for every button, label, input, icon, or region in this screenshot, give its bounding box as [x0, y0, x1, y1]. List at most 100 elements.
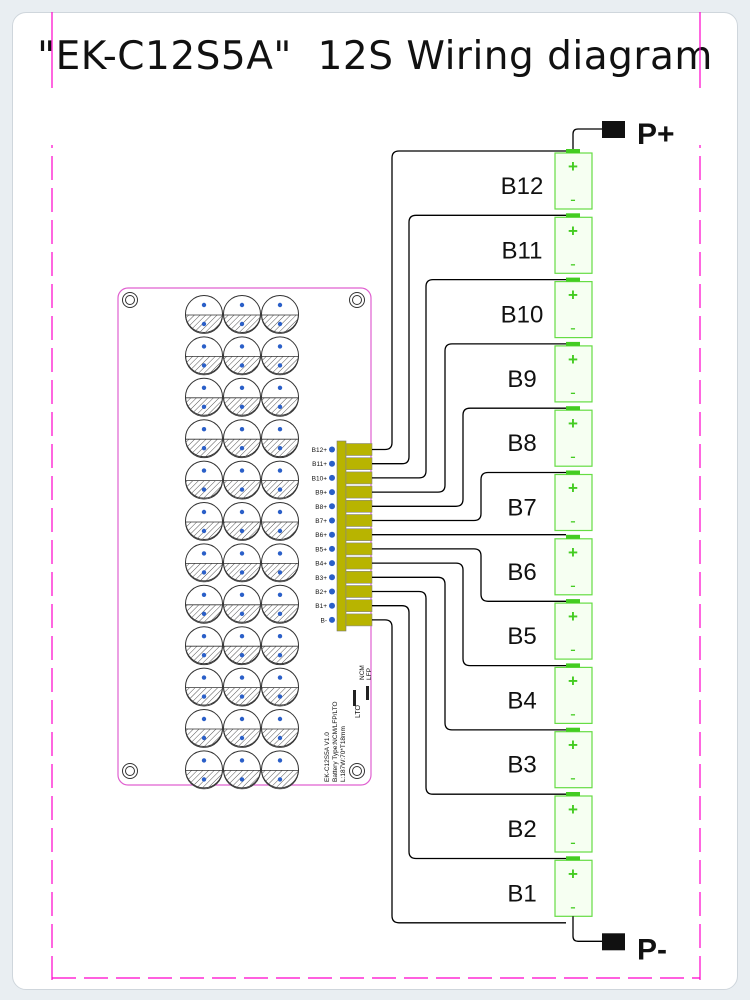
capacitor-pin	[239, 758, 245, 763]
capacitor-pin	[239, 404, 245, 409]
capacitor-pin	[277, 675, 283, 680]
minus-sign: -	[570, 383, 576, 402]
capacitor-pin	[277, 634, 283, 639]
capacitor-pin	[277, 509, 283, 515]
capacitor	[185, 626, 223, 666]
battery-body	[554, 602, 593, 660]
battery-label: B7	[507, 495, 536, 522]
battery-label: B12	[501, 173, 544, 200]
capacitor-pin	[201, 446, 207, 451]
balance-wire	[372, 590, 566, 795]
capacitor-pin	[239, 716, 245, 722]
battery-cell: +-B6	[507, 534, 593, 596]
capacitor-pin	[239, 675, 245, 680]
balance-wire	[372, 407, 566, 507]
capacitor-pin	[201, 551, 207, 556]
capacitor-pin	[277, 694, 283, 699]
capacitor-pin	[277, 468, 283, 473]
balance-wire	[372, 343, 566, 493]
capacitor-pin	[277, 611, 283, 616]
pin-label: B9+	[315, 490, 327, 497]
pin-label: B10+	[312, 475, 328, 482]
mounting-hole-inner	[352, 766, 362, 776]
capacitor	[185, 336, 223, 376]
capacitor	[223, 336, 261, 376]
pin-dot	[329, 588, 335, 595]
capacitor-pin	[201, 385, 207, 390]
capacitor-pin	[201, 528, 207, 534]
battery-terminal	[566, 149, 580, 153]
plus-sign: +	[568, 350, 578, 369]
capacitor-pin	[239, 634, 245, 639]
capacitor	[223, 377, 261, 417]
pin-dot	[329, 616, 335, 623]
capacitor	[185, 295, 223, 334]
capacitor	[261, 377, 299, 417]
balance-wire	[372, 471, 566, 522]
capacitor-pin	[277, 321, 283, 327]
capacitor-pin	[277, 758, 283, 763]
capacitor-pin	[277, 404, 283, 409]
capacitor	[185, 709, 223, 748]
capacitor-pin	[201, 427, 207, 432]
battery-body	[554, 666, 593, 725]
pin-dot	[329, 474, 335, 481]
capacitor	[223, 419, 261, 459]
battery-stack: +-B12+-B11+-B10+-B9+-B8+-B7+-B6+-B5+-B4+…	[501, 149, 593, 917]
capacitor-pin	[277, 302, 283, 308]
battery-label: B3	[507, 752, 536, 779]
capacitor-pin	[201, 611, 207, 616]
lfp-label: LFP	[366, 668, 373, 680]
balance-wires	[372, 150, 566, 924]
balance-wire	[372, 619, 566, 924]
plus-sign: +	[568, 479, 578, 498]
capacitor-pin	[277, 716, 283, 722]
capacitor	[185, 750, 223, 790]
pin-label: B8+	[315, 504, 327, 511]
capacitor-pin	[201, 363, 207, 368]
capacitor-pin	[239, 321, 245, 327]
pin-dot	[329, 503, 335, 510]
battery-terminal	[566, 727, 580, 732]
p-minus-block	[602, 933, 625, 951]
battery-body	[554, 345, 593, 403]
balance-wire	[372, 214, 566, 465]
pin-label: B2+	[315, 589, 327, 596]
battery-terminal	[566, 856, 580, 861]
capacitor-pin	[201, 735, 207, 741]
capacitor-pin	[201, 653, 207, 658]
battery-cell: +-B12	[501, 149, 593, 210]
connector-pin	[345, 471, 373, 485]
battery-cell: +-B8	[507, 406, 593, 467]
minus-sign: -	[570, 833, 576, 852]
pin-dot	[329, 446, 335, 453]
pin-dot	[329, 602, 335, 609]
battery-cell: +-B10	[501, 277, 593, 339]
capacitor-pin	[277, 592, 283, 597]
battery-cell: +-B1	[507, 856, 593, 917]
plus-sign: +	[568, 221, 578, 240]
capacitor-pin	[201, 302, 207, 308]
capacitor-pin	[201, 404, 207, 409]
capacitor-pin	[239, 509, 245, 515]
capacitor	[185, 377, 223, 417]
connector-pin	[345, 613, 373, 627]
capacitor	[223, 584, 261, 624]
capacitor-pin	[239, 592, 245, 597]
pin-dot	[329, 545, 335, 552]
pin-label: B5+	[315, 546, 327, 553]
diagram-title: "EK-C12S5A" 12S Wiring diagram	[37, 34, 713, 79]
plus-sign: +	[568, 157, 578, 176]
capacitor-pin	[201, 777, 207, 782]
plus-sign: +	[568, 736, 578, 755]
capacitor-pin	[277, 653, 283, 658]
plus-sign: +	[568, 543, 578, 562]
connector-pin	[345, 556, 373, 570]
capacitor	[223, 460, 261, 500]
capacitor-pin	[277, 570, 283, 575]
capacitor-pin	[277, 344, 283, 349]
board-text: EK-C12S5A V1.0	[324, 732, 331, 782]
battery-body	[554, 281, 593, 339]
minus-sign: -	[570, 576, 576, 595]
capacitor	[223, 667, 261, 707]
